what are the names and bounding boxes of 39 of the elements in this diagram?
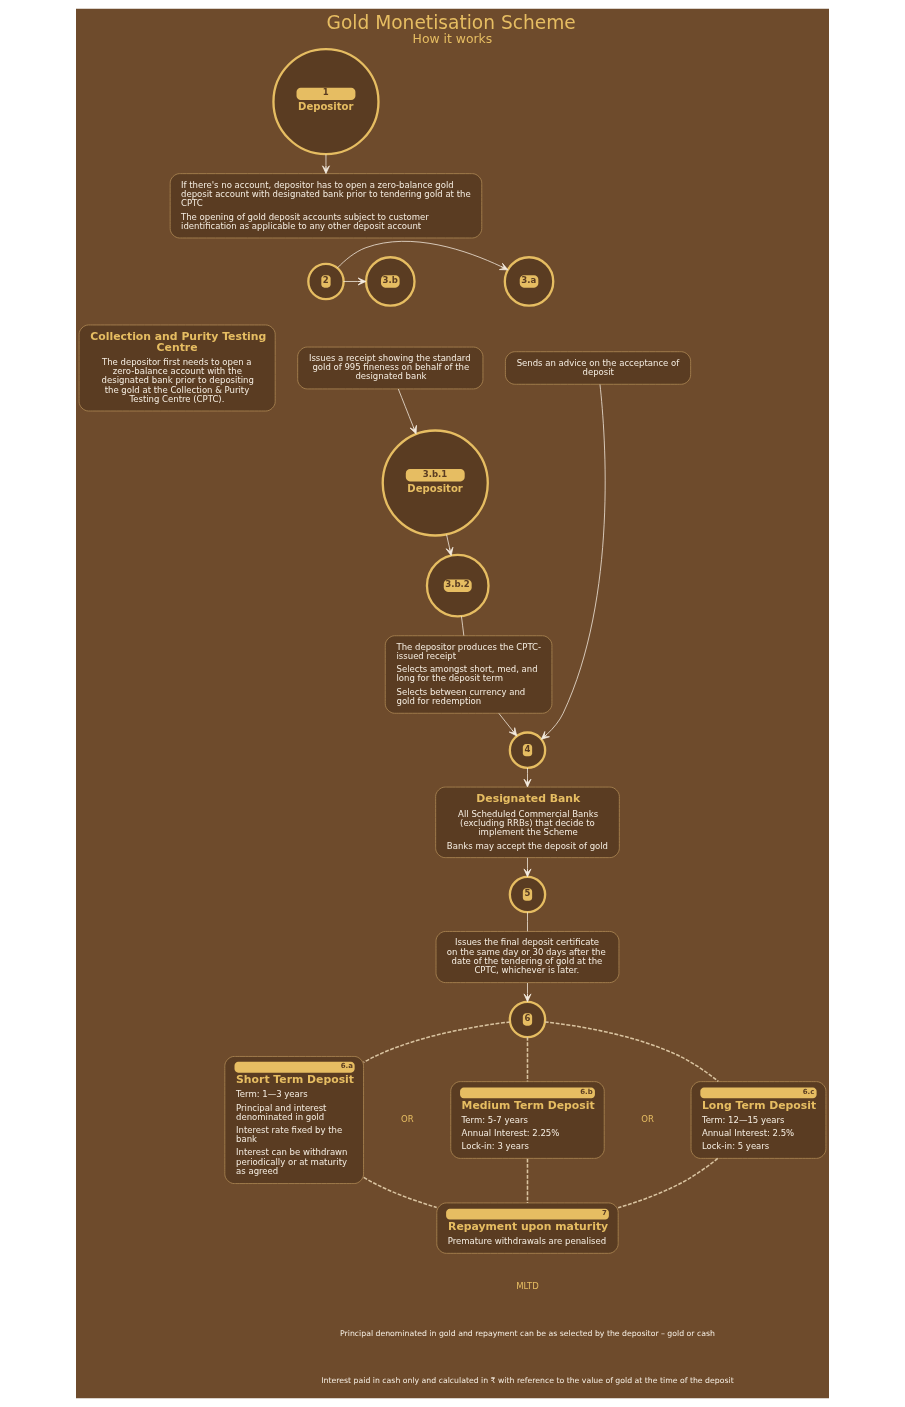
connector [526,1157,529,1204]
connector [544,1021,720,1083]
node-circle: 3.b.2 [425,553,490,618]
arrow [523,767,532,788]
label: OR [401,1114,414,1125]
arrow [343,277,367,286]
connector [362,1021,511,1064]
connector [617,1157,719,1209]
node-box: Issues the final deposit certificate on the same day or 30 days after the date of the tendering of gold at the CPTC, whichever is later. [435,931,620,983]
node-circle: 6 [508,1000,547,1039]
node-box: Issues a receipt showing the standard gold of 995 fineness on behalf of the designated bank [297,346,484,390]
arrow [337,240,509,271]
node-circle: 3.b.1 Depositor [381,429,489,537]
connector [526,1036,529,1083]
connector [362,1176,438,1209]
label: OR [641,1114,654,1125]
node-box: The depositor produces the CPTC-issued receipt Selects amongst short, med, and long for the deposit term Selects between currency and gold for redemption [384,635,553,714]
arrow [540,384,606,740]
node-circle: 3.a [503,256,555,307]
connector [461,615,465,636]
label: Principal denominated in gold and repayment can be as selected by the depositor – gold or cash [340,1328,715,1338]
node-circle: 4 [508,731,547,769]
node-circle: 1 Depositor [272,47,380,156]
connector [527,911,528,932]
node-box: Collection and Purity Testing Centre The depositor first needs to open a zero-balance account with the designated bank prior to depositing the gold at the Collection & Purity Testing Centre (CPTC). [78,324,276,412]
arrow [322,153,330,174]
node-circle: 2 [307,262,345,301]
node-box: Designated Bank All Scheduled Commercial Banks (excluding RRBs) that decide to implement the Scheme Banks may accept the deposit of gold [435,786,620,858]
label: Interest paid in cash only and calculated in ₹ with reference to the value of gold at the time of the deposit [321,1376,734,1386]
node-circle: 3.b [364,256,416,307]
node-circle: 5 [508,875,547,914]
arrow [523,857,532,878]
node-box: Sends an advice on the acceptance of deposit [505,351,692,385]
arrow [397,388,417,435]
arrow [523,982,532,1003]
arrow [498,713,518,737]
label: MLTD [516,1280,539,1291]
node-box: If there's no account, depositor has to open a zero-balance gold deposit account with designated bank prior to tendering gold at the CPTC The opening of gold deposit accounts subject to customer identification as applicable to any other deposit account [169,173,483,239]
arrow [445,534,454,556]
